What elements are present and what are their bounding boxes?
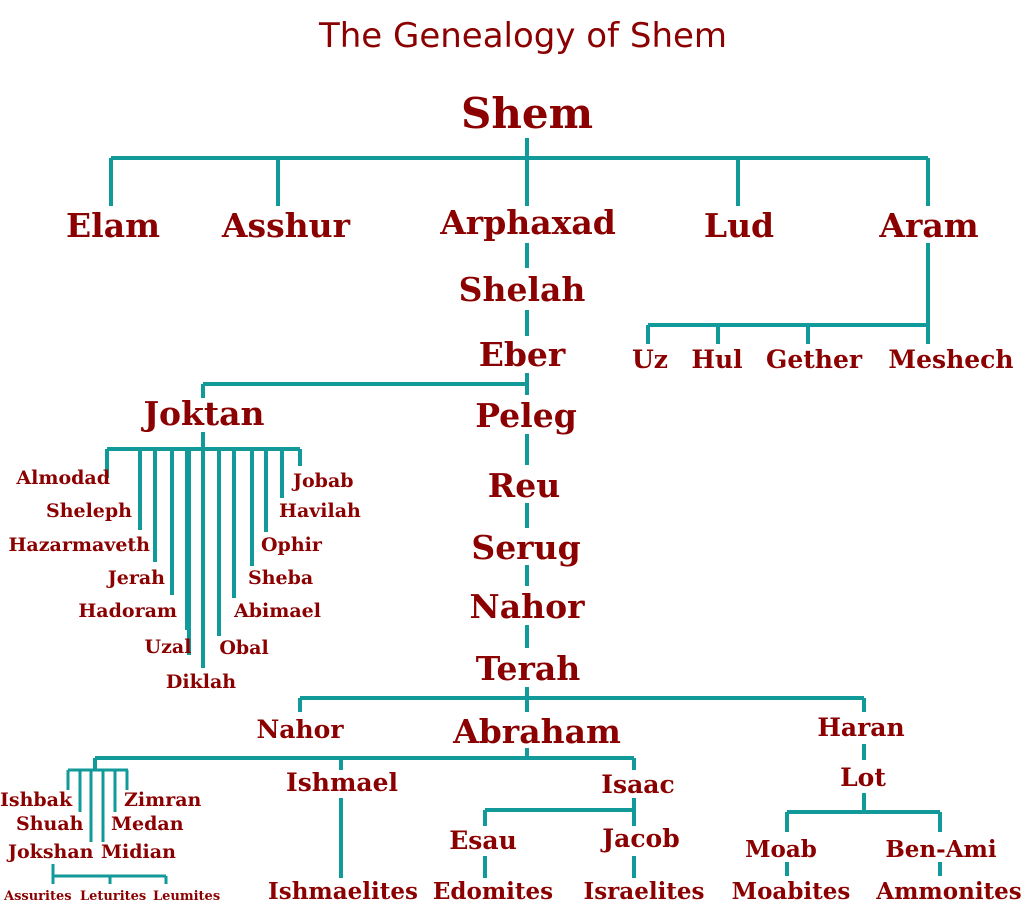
name-lot: Lot — [840, 763, 886, 792]
name-shem: Shem — [461, 89, 593, 138]
name-shuah: Shuah — [16, 813, 84, 835]
name-shelah: Shelah — [459, 270, 586, 309]
name-esau: Esau — [449, 826, 517, 855]
name-edomites: Edomites — [433, 878, 553, 905]
name-lud: Lud — [704, 206, 774, 245]
name-ben-ami: Ben-Ami — [885, 836, 997, 863]
name-sheba: Sheba — [248, 567, 313, 589]
name-medan: Medan — [111, 813, 184, 835]
name-eber: Eber — [479, 335, 566, 374]
name-abimael: Abimael — [233, 600, 321, 622]
name-abraham: Abraham — [452, 712, 621, 751]
name-almodad: Almodad — [15, 467, 110, 489]
name-uzal: Uzal — [145, 636, 192, 658]
name-uz: Uz — [632, 345, 668, 374]
name-diklah: Diklah — [166, 671, 236, 693]
name-midian: Midian — [101, 841, 176, 863]
name-ammonites: Ammonites — [875, 878, 1022, 905]
name-aram: Aram — [878, 206, 978, 245]
name-labels: The Genealogy of Shem Shem Elam Asshur A… — [0, 16, 1022, 905]
name-isaac: Isaac — [601, 770, 674, 799]
name-haran: Haran — [817, 713, 904, 742]
name-jobab: Jobab — [291, 470, 354, 492]
name-sheleph: Sheleph — [46, 500, 132, 522]
name-assurites: Assurites — [3, 889, 72, 904]
name-ishmael: Ishmael — [286, 768, 398, 797]
name-israelites: Israelites — [583, 878, 704, 905]
name-obal: Obal — [219, 637, 268, 659]
name-moab: Moab — [745, 836, 817, 863]
name-moabites: Moabites — [732, 878, 851, 905]
name-ishbak: Ishbak — [0, 789, 73, 811]
name-leturites: Leturites — [80, 889, 146, 904]
name-serug: Serug — [471, 528, 580, 567]
name-elam: Elam — [66, 206, 160, 245]
diagram-title: The Genealogy of Shem — [318, 16, 727, 56]
name-havilah: Havilah — [279, 500, 361, 522]
name-peleg: Peleg — [475, 396, 577, 435]
name-jerah: Jerah — [106, 567, 165, 589]
name-nahor-son-of-terah: Nahor — [256, 715, 344, 744]
name-hazarmaveth: Hazarmaveth — [8, 534, 150, 556]
name-nahor: Nahor — [470, 587, 586, 626]
name-meshech: Meshech — [888, 345, 1013, 374]
name-joktan: Joktan — [140, 394, 264, 433]
name-reu: Reu — [488, 466, 560, 505]
name-terah: Terah — [476, 649, 581, 688]
name-jacob: Jacob — [600, 824, 679, 853]
name-asshur: Asshur — [221, 206, 351, 245]
name-jokshan: Jokshan — [6, 841, 94, 863]
name-arphaxad: Arphaxad — [439, 203, 616, 242]
name-ophir: Ophir — [261, 534, 323, 556]
name-gether: Gether — [766, 345, 863, 374]
name-zimran: Zimran — [124, 789, 202, 811]
connector-lines — [51, 138, 942, 884]
name-leumites: Leumites — [153, 889, 220, 904]
name-hul: Hul — [691, 345, 742, 374]
name-ishmaelites: Ishmaelites — [268, 878, 418, 905]
name-hadoram: Hadoram — [78, 600, 177, 622]
